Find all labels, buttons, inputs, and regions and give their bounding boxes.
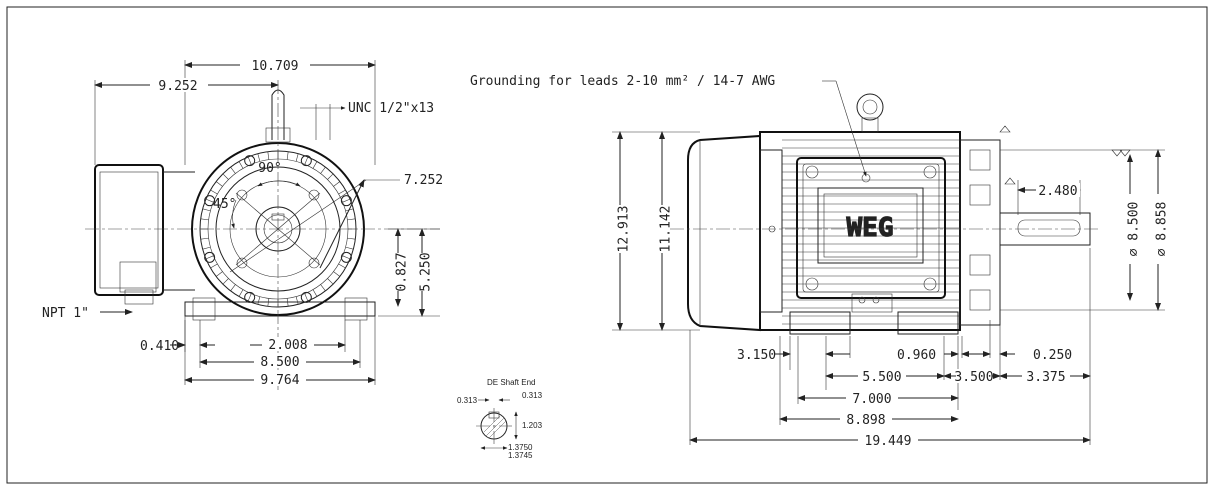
bolt-hole <box>300 155 312 167</box>
dim-lifting-thread: UNC 1/2"x13 <box>348 101 434 116</box>
shaft-detail-title: DE Shaft End <box>487 378 535 387</box>
cooling-fin <box>202 208 211 212</box>
dim-foot-to-fan: 3.150 <box>737 348 776 363</box>
key-width-left: 0.313 <box>457 396 478 405</box>
key-width-right: 0.313 <box>522 391 543 400</box>
cooling-fin <box>304 293 309 302</box>
drawing-border <box>6 6 1208 484</box>
cooling-fin <box>247 156 252 165</box>
shaft-dia-max: 1.3750 <box>508 443 533 452</box>
terminal-box-side <box>796 157 946 299</box>
weg-logo <box>817 187 924 264</box>
fan-cover <box>687 134 761 332</box>
dim-foot-to-shoulder: 0.960 <box>897 348 936 363</box>
bolt-hole <box>300 291 312 303</box>
cooling-fin <box>347 237 356 240</box>
key-depth: 1.203 <box>522 421 543 430</box>
cooling-fin <box>286 151 289 160</box>
dim-key-length: 2.480 <box>1038 184 1077 199</box>
cooling-fin <box>320 166 326 174</box>
cooling-fin <box>333 181 341 187</box>
cooling-fin <box>238 161 244 169</box>
cooling-fin <box>267 151 270 160</box>
cooling-fin <box>200 218 209 221</box>
cooling-fin <box>210 263 218 269</box>
cooling-fin <box>205 255 214 260</box>
dim-foot-slot: 2.008 <box>268 338 307 353</box>
cooling-fin <box>338 189 346 195</box>
cooling-fin <box>222 173 229 180</box>
cooling-fin <box>215 181 223 187</box>
cooling-fin <box>347 218 356 221</box>
dim-shaft-ext: 3.500 <box>954 370 993 385</box>
cooling-fin <box>205 198 214 203</box>
front-view: 10.709 9.252 UNC 1/2"x13 7.252 90° 45° 0… <box>42 58 443 390</box>
dim-conduit: NPT 1" <box>42 306 89 321</box>
cooling-fin <box>345 246 354 250</box>
cooling-fin <box>312 289 318 297</box>
dim-box-offset: 9.252 <box>158 79 197 94</box>
cooling-fin <box>338 263 346 269</box>
cooling-fin <box>230 166 236 174</box>
cooling-fin <box>342 255 351 260</box>
dim-body-length: 8.898 <box>846 413 885 428</box>
base-feet <box>184 301 376 317</box>
dim-center-height: 5.250 <box>419 252 434 291</box>
dim-angle-90: 90° <box>258 161 281 176</box>
dim-frame-height: 11.142 <box>659 206 674 253</box>
dim-foot-thickness: 0.410 <box>140 339 179 354</box>
bolt-hole <box>244 291 256 303</box>
bolt-hole <box>340 195 352 207</box>
cooling-fin <box>238 289 244 297</box>
shaft-end-detail: DE Shaft End 0.313 0.313 1.203 1.3750 1.… <box>457 378 543 460</box>
cooling-fin <box>230 284 236 292</box>
dim-angle-45: 45° <box>213 197 236 212</box>
dim-foot-span: 5.500 <box>862 370 901 385</box>
cooling-fin <box>295 296 299 305</box>
cooling-fin <box>327 173 334 180</box>
dim-foot-spacing: 8.500 <box>260 355 299 370</box>
cooling-fin <box>247 293 252 302</box>
grounding-note: Grounding for leads 2-10 mm² / 14-7 AWG <box>470 74 775 89</box>
dim-shaft-total: 3.375 <box>1026 370 1065 385</box>
cooling-fin <box>267 298 270 307</box>
dim-base-length: 7.000 <box>852 392 891 407</box>
bolt-hole <box>340 251 352 263</box>
cooling-fin <box>312 161 318 169</box>
cooling-fin <box>210 189 218 195</box>
dim-bolt-circle: 7.252 <box>404 173 443 188</box>
cooling-fin <box>222 278 229 285</box>
dim-pilot-dia: ⌀ 8.500 <box>1127 202 1142 257</box>
cooling-fin <box>202 246 211 250</box>
terminal-box <box>94 164 164 296</box>
side-view: WEG Grounding for leads 2-10 mm² / 14-7 … <box>470 74 1170 449</box>
dim-overall-length: 19.449 <box>865 434 912 449</box>
dim-shaft-height: 0.827 <box>395 252 410 291</box>
cooling-fin <box>333 271 341 277</box>
shaft-dia-min: 1.3745 <box>508 451 533 460</box>
cooling-fin <box>304 156 309 165</box>
dim-shoulder-gap: 0.250 <box>1033 348 1072 363</box>
cooling-fin <box>320 284 326 292</box>
cooling-fin <box>257 153 261 162</box>
cooling-fin <box>342 198 351 203</box>
dim-overall-width: 10.709 <box>252 59 299 74</box>
dim-base-width: 9.764 <box>260 373 299 388</box>
dim-overall-height: 12.913 <box>617 206 632 253</box>
dim-flange-dia: ⌀ 8.858 <box>1155 202 1170 257</box>
bolt-hole <box>244 155 256 167</box>
logo-text: WEG <box>847 213 894 243</box>
cooling-fin <box>286 298 289 307</box>
cooling-fin <box>295 153 299 162</box>
cooling-fin <box>257 296 261 305</box>
side-lifting-eye <box>856 93 884 121</box>
bolt-hole <box>204 251 216 263</box>
cooling-fin <box>215 271 223 277</box>
cooling-fin <box>200 237 209 240</box>
bolt-hole <box>204 195 216 207</box>
cooling-fin <box>327 278 334 285</box>
